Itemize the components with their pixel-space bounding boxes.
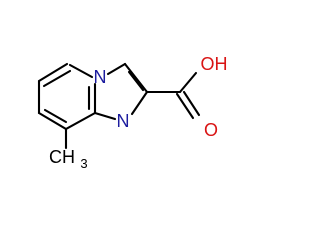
atom-labels: N N OH O CH 3 (49, 54, 228, 171)
chemical-structure: N N OH O CH 3 (37, 54, 228, 171)
bond-pyridine-top-double-right (42, 69, 72, 88)
bond-carbonyl-right (182, 90, 201, 117)
imine-nitrogen-label: N (117, 111, 130, 131)
bond-pyridine-top-double-left (37, 62, 69, 83)
bond-carbonyl-left (175, 92, 195, 120)
bond-c2-n1 (130, 90, 149, 116)
bond-carboxyl-hydroxyl (178, 71, 198, 94)
bond-pyridine-bottom-left (37, 111, 68, 131)
methyl-label: CH (49, 147, 75, 167)
bond-ring-n-to-c3 (106, 62, 127, 76)
bond-n1-c8a (93, 111, 117, 121)
bond-lines (37, 62, 201, 150)
bond-ring-n-top-left (68, 63, 94, 79)
bond-c3-c2-inner (127, 70, 145, 92)
bond-c3-c2-outer (123, 62, 149, 94)
methyl-subscript: 3 (80, 156, 87, 171)
ring-nitrogen-label: N (94, 67, 107, 87)
hydroxyl-label: OH (201, 54, 228, 74)
bond-pyridine-bottom-right (64, 111, 97, 131)
carbonyl-oxygen-label: O (204, 120, 218, 140)
bond-pyridine-bottom-left-inner (43, 108, 68, 124)
